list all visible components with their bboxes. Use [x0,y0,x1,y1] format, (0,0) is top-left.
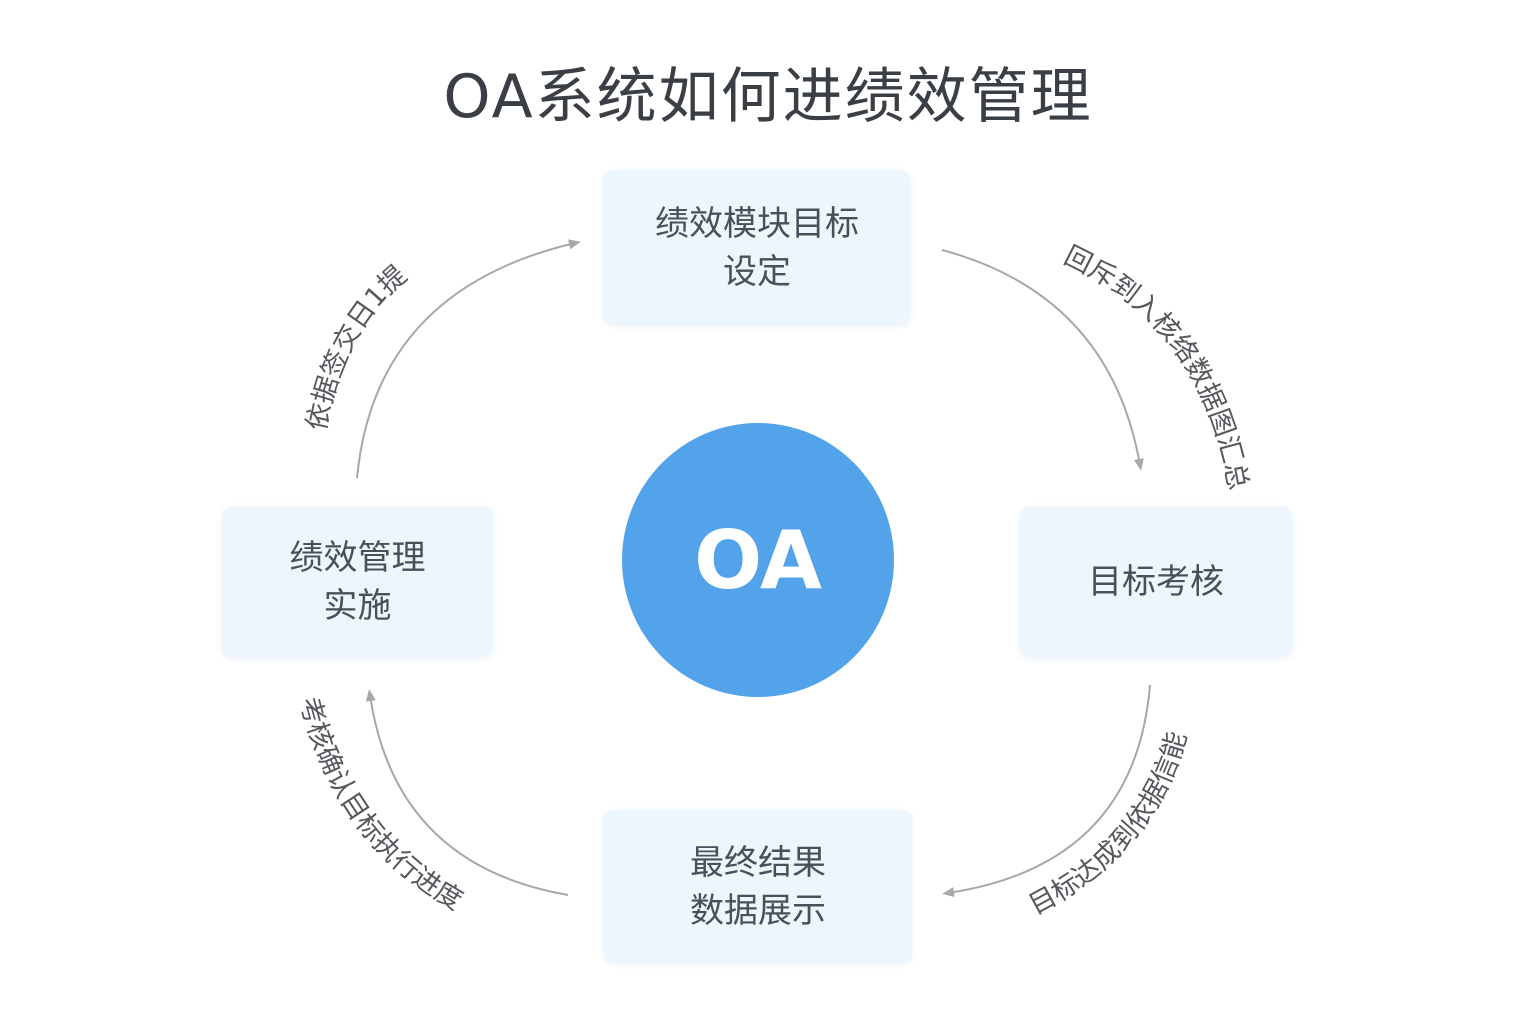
arrow-bottom-right [942,684,1151,898]
arrow-bottom-left [365,689,569,896]
node-label: 实施 [323,586,392,626]
arrow-label-bottom-left: 考核确认目标执行进度 [293,694,468,917]
oa-hub-circle: OA [622,423,894,697]
arrow-top-right [941,249,1144,471]
node-label: 数据展示 [690,890,826,931]
page-title: OA系统如何进绩效管理 [443,62,1093,132]
node-goal-setting: 绩效模块目标设定 [604,170,910,325]
node-label: 绩效管理 [289,538,426,578]
node-label: 设定 [723,251,791,292]
hub-label: OA [694,513,822,607]
arrow-label-top-left: 依据签交日1提 [301,260,413,433]
node-result-display: 最终结果数据展示 [604,810,912,963]
node-implementation: 绩效管理实施 [222,507,493,657]
arrow-label-bottom-right: 目标达成到依据信能 [1024,728,1193,921]
node-label: 最终结果 [690,842,826,883]
arrow-top-left [356,239,581,479]
node-goal-assessment: 目标考核 [1020,507,1292,657]
node-label: 目标考核 [1088,562,1224,602]
arrow-label-top-right: 回斥到入核络数据图汇总 [1059,240,1253,492]
node-label: 绩效模块目标 [655,203,859,244]
